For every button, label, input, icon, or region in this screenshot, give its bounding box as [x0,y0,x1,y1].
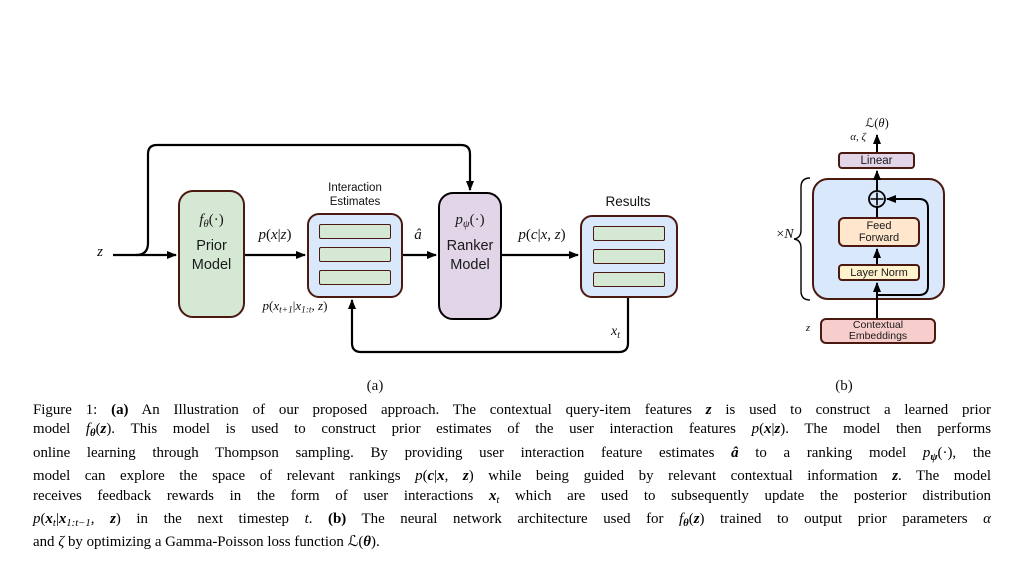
layer-norm-label: Layer Norm [850,266,908,279]
result-bar [593,249,665,264]
prior-model-box: fθ(·) Prior Model [178,190,245,318]
caption-line: p(xt|x1:t−1, z) in the next timestep t. … [33,511,991,530]
result-bar [593,226,665,241]
caption-line: and ζ by optimizing a Gamma-Poisson loss… [33,534,380,551]
feed-forward-label: Feed Forward [858,219,900,245]
prior-model-fn-label: fθ(·) [199,212,224,231]
alpha-zeta-label: α, ζ [850,131,866,143]
caption-line: receives feedback rewards in the form of… [33,487,991,506]
z-embedding-label: z [805,322,811,334]
caption-line: model fθ(z). This model is used to const… [33,421,991,440]
estimate-bar [319,270,391,285]
p-c-given-xz-label: p(c|x, z) [518,227,566,243]
estimate-bar [319,247,391,262]
times-n-label: ×N [776,227,794,242]
loss-function-label: ℒ(θ) [865,116,889,130]
contextual-embeddings-box: Contextual Embeddings [820,318,936,344]
ranker-model-fn-label: pψ(·) [455,212,485,231]
caption-line: model can explore the space of relevant … [33,468,991,485]
result-bar [593,272,665,287]
z-input-label: z [97,244,103,260]
figure-caption: Figure 1: (a) An Illustration of our pro… [33,401,991,553]
feed-forward-box: Feed Forward [838,217,920,247]
panel-b-label: (b) [835,378,853,394]
p-x-given-z-label: p(x|z) [258,227,292,243]
caption-line: online learning through Thompson samplin… [33,444,992,463]
ranker-model-box: pψ(·) Ranker Model [438,192,502,320]
panel-a-label: (a) [366,378,384,394]
results-title: Results [605,194,651,209]
contextual-embeddings-label: Contextual Embeddings [848,318,908,342]
ranker-model-name: Ranker Model [446,238,494,274]
interaction-estimates-title: Interaction Estimates [328,182,382,208]
estimate-bar [319,224,391,239]
x-t-feedback-label: xt [610,324,620,341]
a-hat-label: â [414,227,422,243]
prior-model-name: Prior Model [191,238,232,274]
layer-norm-box: Layer Norm [838,264,920,281]
p-next-posterior-label: p(xt+1|x1:t, z) [262,298,328,316]
caption-line: Figure 1: (a) An Illustration of our pro… [33,402,991,418]
linear-box: Linear [838,152,915,169]
linear-label: Linear [860,154,893,167]
